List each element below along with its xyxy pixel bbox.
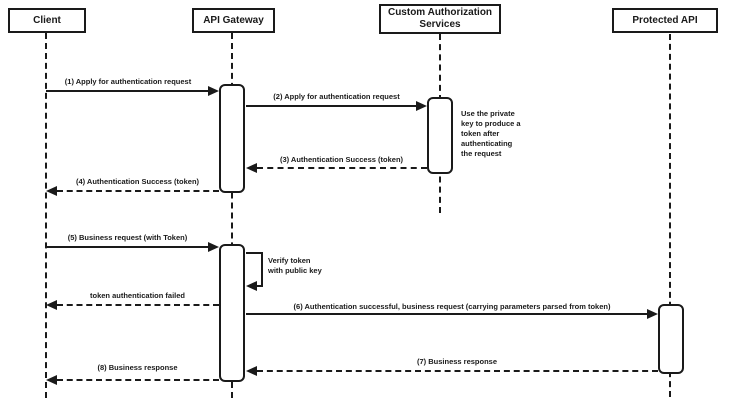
self-message-arrowhead: [246, 281, 257, 291]
message-4-line: [57, 190, 219, 192]
message-4-label: (4) Authentication Success (token): [75, 177, 200, 186]
message-2-label: (2) Apply for authentication request: [273, 92, 400, 101]
participant-custom-auth-services: Custom Authorization Services: [379, 4, 501, 34]
lifeline-client: [45, 33, 47, 398]
message-5-arrowhead: [208, 242, 219, 252]
message-2-arrowhead: [416, 101, 427, 111]
message-6-line: [246, 313, 648, 315]
message-8-arrowhead: [46, 375, 57, 385]
message-1-label: (1) Apply for authentication request: [64, 77, 192, 86]
message-3-arrowhead: [246, 163, 257, 173]
participant-protected-api: Protected API: [612, 8, 718, 33]
activation-api-gateway-2: [219, 244, 245, 382]
activation-protected-api: [658, 304, 684, 374]
message-7-label: (7) Business response: [416, 357, 498, 366]
message-fail-label: token authentication failed: [89, 291, 185, 300]
message-7-line: [257, 370, 658, 372]
lifeline-api-gateway: [231, 33, 233, 398]
message-8-label: (8) Business response: [97, 363, 178, 372]
participant-api-gateway: API Gateway: [192, 8, 275, 33]
message-5-label: (5) Business request (with Token): [67, 233, 188, 242]
activation-custom-auth: [427, 97, 453, 174]
message-3-line: [257, 167, 427, 169]
message-6-arrowhead: [647, 309, 658, 319]
participant-client-label: Client: [33, 14, 61, 26]
participant-custom-auth-services-label: Custom Authorization Services: [387, 7, 493, 30]
self-message-right-line: [261, 252, 263, 287]
message-1-arrowhead: [208, 86, 219, 96]
self-message-bottom-line: [257, 285, 263, 287]
message-2-line: [246, 105, 417, 107]
message-5-line: [46, 246, 210, 248]
message-6-label: (6) Authentication successful, business …: [293, 302, 611, 311]
self-message-top-line: [246, 252, 263, 254]
lifeline-protected-api: [669, 34, 671, 397]
activation-api-gateway-1: [219, 84, 245, 193]
message-7-arrowhead: [246, 366, 257, 376]
message-fail-arrowhead: [46, 300, 57, 310]
self-message-label: Verify token with public key: [268, 256, 322, 275]
message-8-line: [57, 379, 219, 381]
message-4-arrowhead: [46, 186, 57, 196]
message-1-line: [46, 90, 210, 92]
participant-protected-api-label: Protected API: [632, 14, 698, 26]
participant-client: Client: [8, 8, 86, 33]
participant-api-gateway-label: API Gateway: [203, 14, 264, 26]
message-3-label: (3) Authentication Success (token): [279, 155, 404, 164]
message-fail-line: [57, 304, 219, 306]
note-private-key: Use the private key to produce a token a…: [461, 109, 521, 158]
